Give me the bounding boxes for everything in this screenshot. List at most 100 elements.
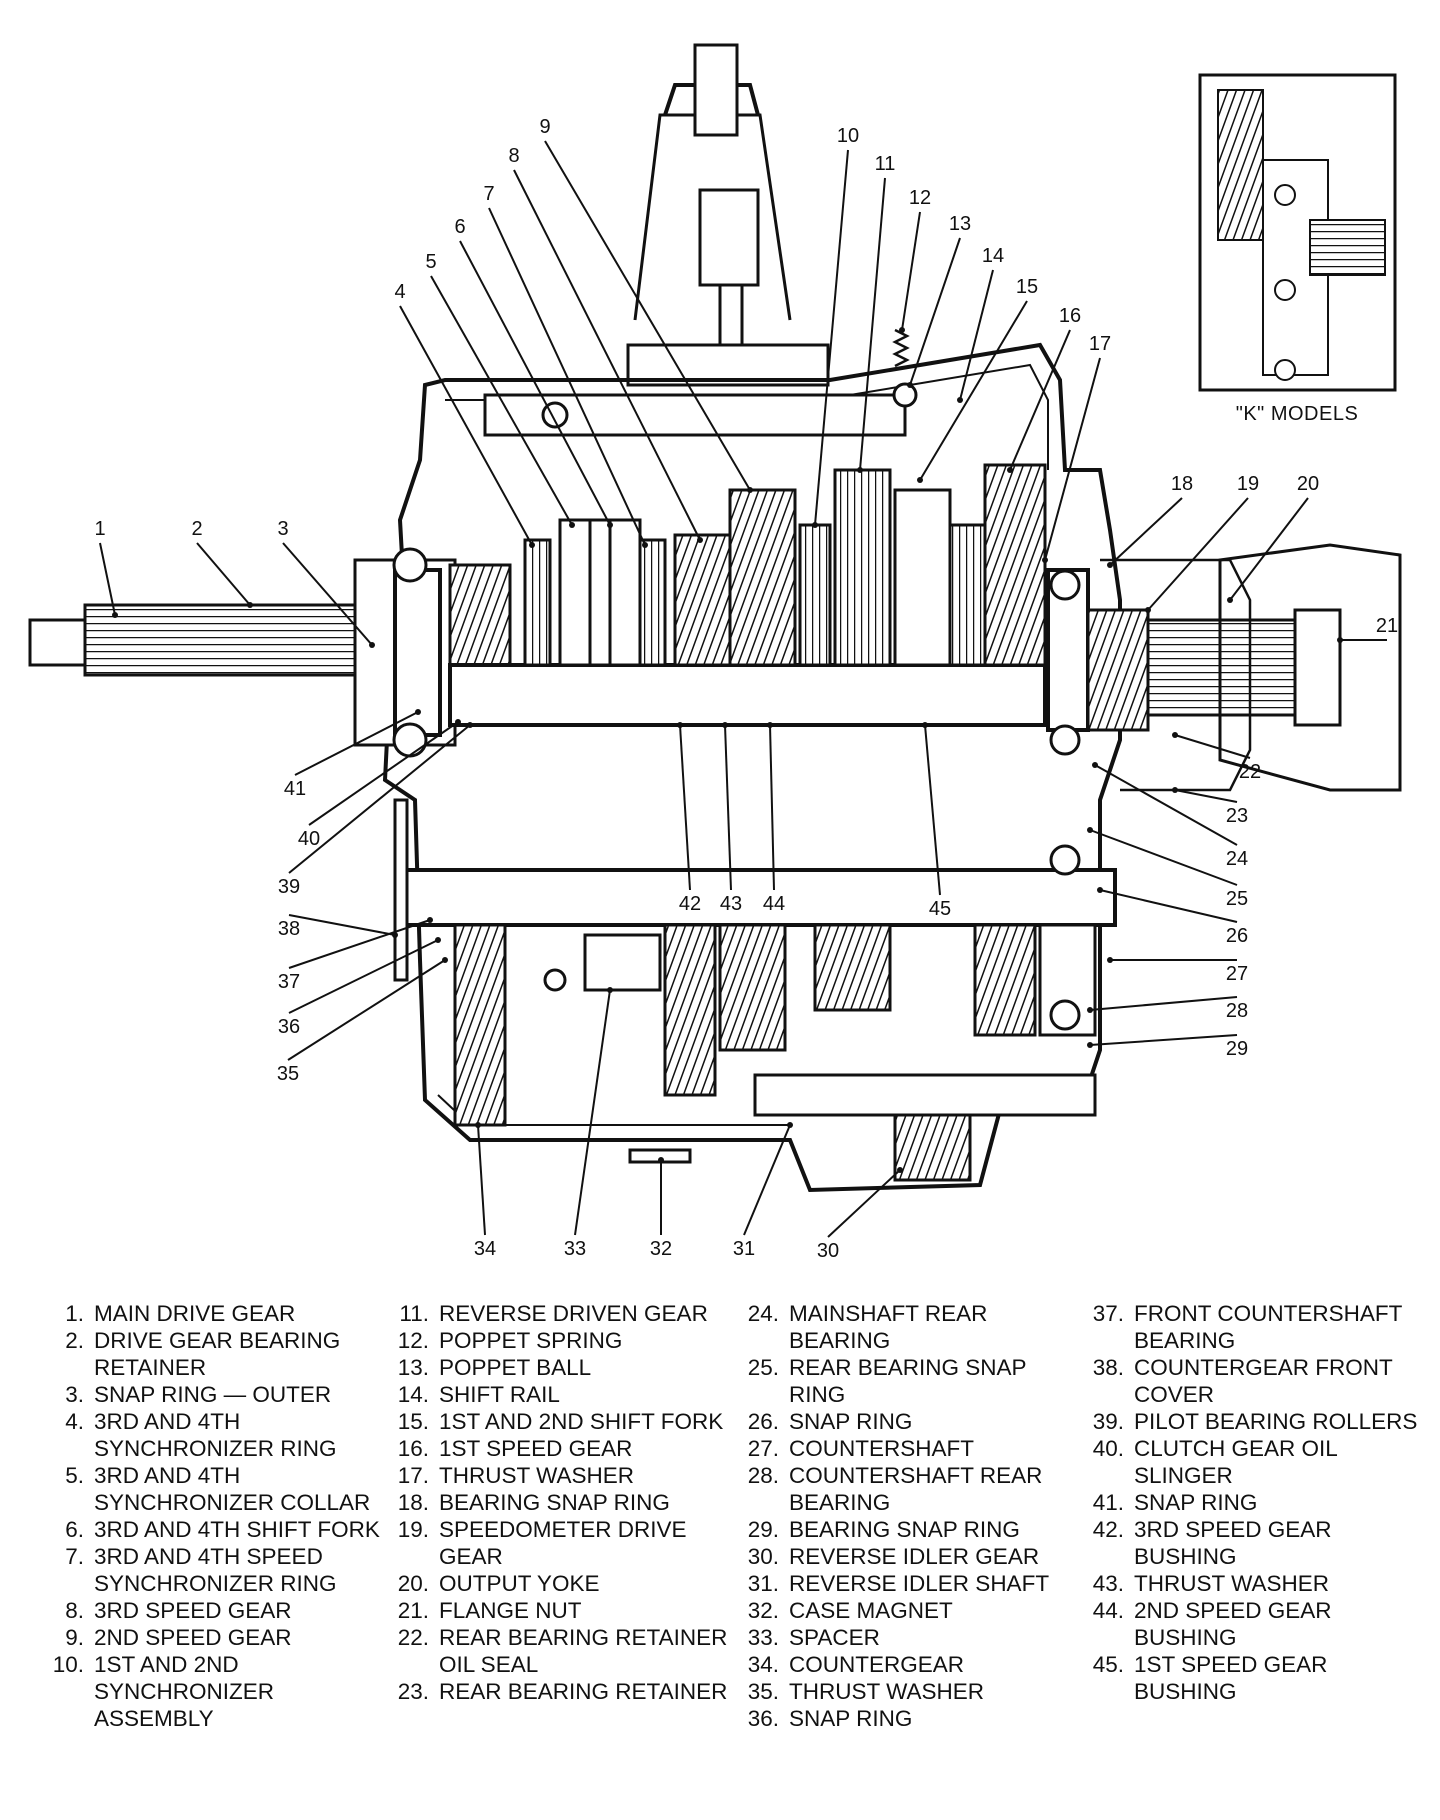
legend-item: 25.REAR BEARING SNAP RING — [735, 1354, 1080, 1408]
leader-arrowhead-30 — [897, 1167, 903, 1173]
legend-item-number: 33. — [747, 1625, 779, 1650]
legend-item-text: CLUTCH GEAR OIL SLINGER — [1134, 1436, 1337, 1488]
leader-arrowhead-2 — [247, 602, 253, 608]
legend-item-number: 43. — [1092, 1571, 1124, 1596]
legend-item-text: REVERSE IDLER SHAFT — [789, 1571, 1050, 1596]
callout-label-29: 29 — [1226, 1038, 1248, 1060]
countergear-1st — [973, 923, 1037, 1037]
legend-item: 28.COUNTERSHAFT REAR BEARING — [735, 1462, 1080, 1516]
legend-item-text: 3RD AND 4TH SYNCHRONIZER RING — [94, 1409, 337, 1461]
legend-item-number: 26. — [747, 1409, 779, 1434]
legend-item-number: 9. — [65, 1625, 84, 1650]
leader-line-26 — [1099, 889, 1238, 923]
countergear-2nd — [718, 923, 787, 1052]
legend-item: 45.1ST SPEED GEAR BUSHING — [1080, 1651, 1425, 1705]
legend-item-text: SNAP RING — OUTER — [94, 1382, 332, 1407]
leader-arrowhead-10 — [812, 522, 818, 528]
leader-arrowhead-37 — [427, 917, 433, 923]
callout-label-30: 30 — [817, 1240, 839, 1262]
leader-line-2 — [196, 542, 251, 606]
poppet-ball — [892, 382, 918, 408]
reverse-idler-gear — [893, 1113, 972, 1182]
leader-arrowhead-16 — [1007, 467, 1013, 473]
legend-item: 24.MAINSHAFT REAR BEARING — [735, 1300, 1080, 1354]
leader-arrowhead-13 — [907, 382, 913, 388]
leader-arrowhead-21 — [1337, 637, 1343, 643]
legend-item-text: PILOT BEARING ROLLERS — [1134, 1409, 1418, 1434]
callout-label-35: 35 — [277, 1063, 299, 1085]
legend-item-number: 3. — [65, 1382, 84, 1407]
countergear-front-cover — [393, 798, 409, 982]
legend-item-text: REAR BEARING RETAINER — [439, 1679, 728, 1704]
main-drive-gear — [448, 563, 512, 667]
legend-item-number: 37. — [1092, 1301, 1124, 1326]
leader-arrowhead-5 — [569, 522, 575, 528]
callout-label-8: 8 — [508, 145, 519, 167]
legend-item: 2.DRIVE GEAR BEARING RETAINER — [40, 1327, 385, 1381]
callout-label-24: 24 — [1226, 848, 1248, 870]
leader-line-4 — [399, 305, 533, 546]
leader-arrowhead-41 — [415, 709, 421, 715]
callout-label-26: 26 — [1226, 925, 1248, 947]
leader-arrowhead-22 — [1172, 732, 1178, 738]
legend-item-text: SPACER — [789, 1625, 880, 1650]
callout-label-32: 32 — [650, 1238, 672, 1260]
legend-item-text: DRIVE GEAR BEARING RETAINER — [94, 1328, 341, 1380]
callout-label-15: 15 — [1016, 276, 1038, 298]
legend-item-number: 17. — [397, 1463, 429, 1488]
callout-label-7: 7 — [483, 183, 494, 205]
second-speed-gear — [728, 488, 797, 667]
legend-item: 39.PILOT BEARING ROLLERS — [1080, 1408, 1425, 1435]
countershaft — [403, 868, 1117, 927]
legend-item-text: OUTPUT YOKE — [439, 1571, 600, 1596]
legend-item-text: COUNTERGEAR FRONT COVER — [1134, 1355, 1393, 1407]
leader-arrowhead-36 — [435, 937, 441, 943]
sync-ring-3-4 — [523, 538, 552, 667]
callout-label-14: 14 — [982, 245, 1004, 267]
countergear-3rd — [663, 923, 717, 1097]
leader-arrowhead-14 — [957, 397, 963, 403]
legend-item-number: 23. — [397, 1679, 429, 1704]
inset-caption: "K" MODELS — [1236, 403, 1359, 425]
callout-label-12: 12 — [909, 187, 931, 209]
legend-item: 43.THRUST WASHER — [1080, 1570, 1425, 1597]
legend-item: 29.BEARING SNAP RING — [735, 1516, 1080, 1543]
legend-item-text: 3RD SPEED GEAR BUSHING — [1134, 1517, 1332, 1569]
callout-label-23: 23 — [1226, 805, 1248, 827]
leader-arrowhead-17 — [1042, 557, 1048, 563]
legend-item-number: 20. — [397, 1571, 429, 1596]
legend-item-text: REAR BEARING SNAP RING — [789, 1355, 1027, 1407]
legend-item-number: 22. — [397, 1625, 429, 1650]
legend-item: 38.COUNTERGEAR FRONT COVER — [1080, 1354, 1425, 1408]
legend-item-text: 3RD AND 4TH SHIFT FORK — [94, 1517, 380, 1542]
leader-arrowhead-15 — [917, 477, 923, 483]
third-speed-gear — [673, 533, 732, 667]
legend-item-text: SNAP RING — [789, 1409, 913, 1434]
reverse-driven-gear — [833, 468, 892, 667]
leader-arrowhead-33 — [607, 987, 613, 993]
legend-item: 18.BEARING SNAP RING — [385, 1489, 730, 1516]
callout-label-34: 34 — [474, 1238, 496, 1260]
callout-label-11: 11 — [875, 153, 896, 175]
legend-item-number: 6. — [65, 1517, 84, 1542]
legend-item-number: 12. — [397, 1328, 429, 1353]
leader-arrowhead-25 — [1087, 827, 1093, 833]
rear-bearing-retainer — [1100, 558, 1252, 792]
callout-label-38: 38 — [278, 918, 300, 940]
leader-line-40 — [308, 721, 459, 826]
leader-line-15 — [919, 300, 1028, 481]
leader-arrowhead-35 — [442, 957, 448, 963]
mainshaft — [448, 663, 1047, 727]
legend-item-text: SNAP RING — [1134, 1490, 1258, 1515]
callout-label-28: 28 — [1226, 1000, 1248, 1022]
legend-item-number: 14. — [397, 1382, 429, 1407]
leader-arrowhead-29 — [1087, 1042, 1093, 1048]
legend-item-text: FRONT COUNTERSHAFT BEARING — [1134, 1301, 1402, 1353]
legend-item-text: CASE MAGNET — [789, 1598, 953, 1623]
leader-line-34 — [477, 1124, 486, 1236]
legend-item-text: 1ST AND 2ND SYNCHRONIZER ASSEMBLY — [94, 1652, 275, 1731]
callout-label-4: 4 — [394, 281, 405, 303]
